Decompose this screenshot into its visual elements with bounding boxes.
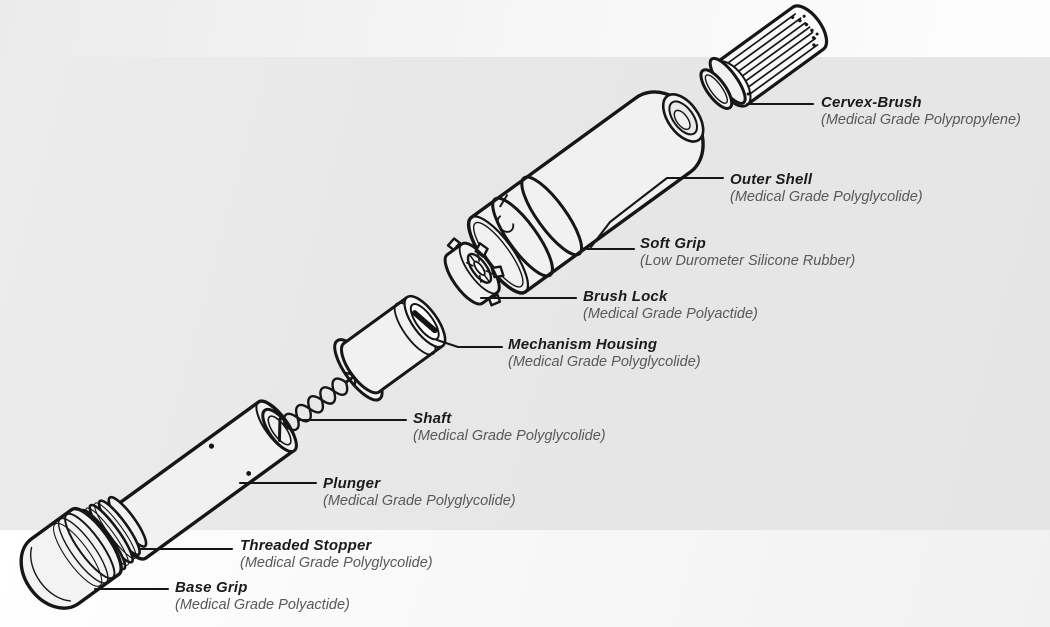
part-name: Soft Grip xyxy=(640,235,706,252)
part-material: (Medical Grade Polyglycolide) xyxy=(730,189,923,205)
label-cervex-brush: Cervex-Brush (Medical Grade Polypropylen… xyxy=(821,94,1021,129)
part-material: (Medical Grade Polyglycolide) xyxy=(240,555,433,571)
part-name: Plunger xyxy=(323,475,381,492)
part-material: (Medical Grade Polypropylene) xyxy=(821,112,1021,128)
label-soft-grip: Soft Grip (Low Durometer Silicone Rubber… xyxy=(640,235,855,270)
background-band-top xyxy=(0,0,1050,57)
brush-ferrule-illustration xyxy=(699,56,747,110)
brush-lock-illustration xyxy=(443,237,505,307)
part-material: (Low Durometer Silicone Rubber) xyxy=(640,253,856,269)
part-name: Cervex-Brush xyxy=(821,94,922,111)
base-grip-illustration xyxy=(19,506,123,610)
label-shaft: Shaft (Medical Grade Polyglycolide) xyxy=(413,410,606,445)
soft-grip-ring-illustration xyxy=(520,175,584,257)
background-band-bottom xyxy=(0,530,1050,627)
part-name: Brush Lock xyxy=(583,288,668,305)
part-material: (Medical Grade Polyactide) xyxy=(175,597,350,613)
part-name: Outer Shell xyxy=(730,171,813,188)
label-threaded-stopper: Threaded Stopper (Medical Grade Polyglyc… xyxy=(240,537,433,572)
label-mechanism-housing: Mechanism Housing (Medical Grade Polygly… xyxy=(508,336,701,371)
label-outer-shell: Outer Shell (Medical Grade Polyglycolide… xyxy=(730,171,923,206)
part-material: (Medical Grade Polyglycolide) xyxy=(508,354,701,370)
label-base-grip: Base Grip (Medical Grade Polyactide) xyxy=(175,579,350,614)
label-plunger: Plunger (Medical Grade Polyglycolide) xyxy=(323,475,516,510)
part-name: Base Grip xyxy=(175,579,248,596)
leader-lines xyxy=(93,102,815,591)
label-brush-lock: Brush Lock (Medical Grade Polyactide) xyxy=(583,288,758,323)
part-material: (Medical Grade Polyactide) xyxy=(583,306,758,322)
soft-grip-ring-illustration xyxy=(491,196,554,278)
part-name: Threaded Stopper xyxy=(240,537,372,554)
leader-line-mechanism-housing xyxy=(435,338,504,349)
leader-line-outer-shell xyxy=(589,176,725,249)
part-material: (Medical Grade Polyglycolide) xyxy=(323,493,516,509)
part-name: Shaft xyxy=(413,410,452,427)
part-material: (Medical Grade Polyglycolide) xyxy=(413,428,606,444)
part-name: Mechanism Housing xyxy=(508,336,658,353)
mechanism-housing-illustration xyxy=(333,294,447,402)
